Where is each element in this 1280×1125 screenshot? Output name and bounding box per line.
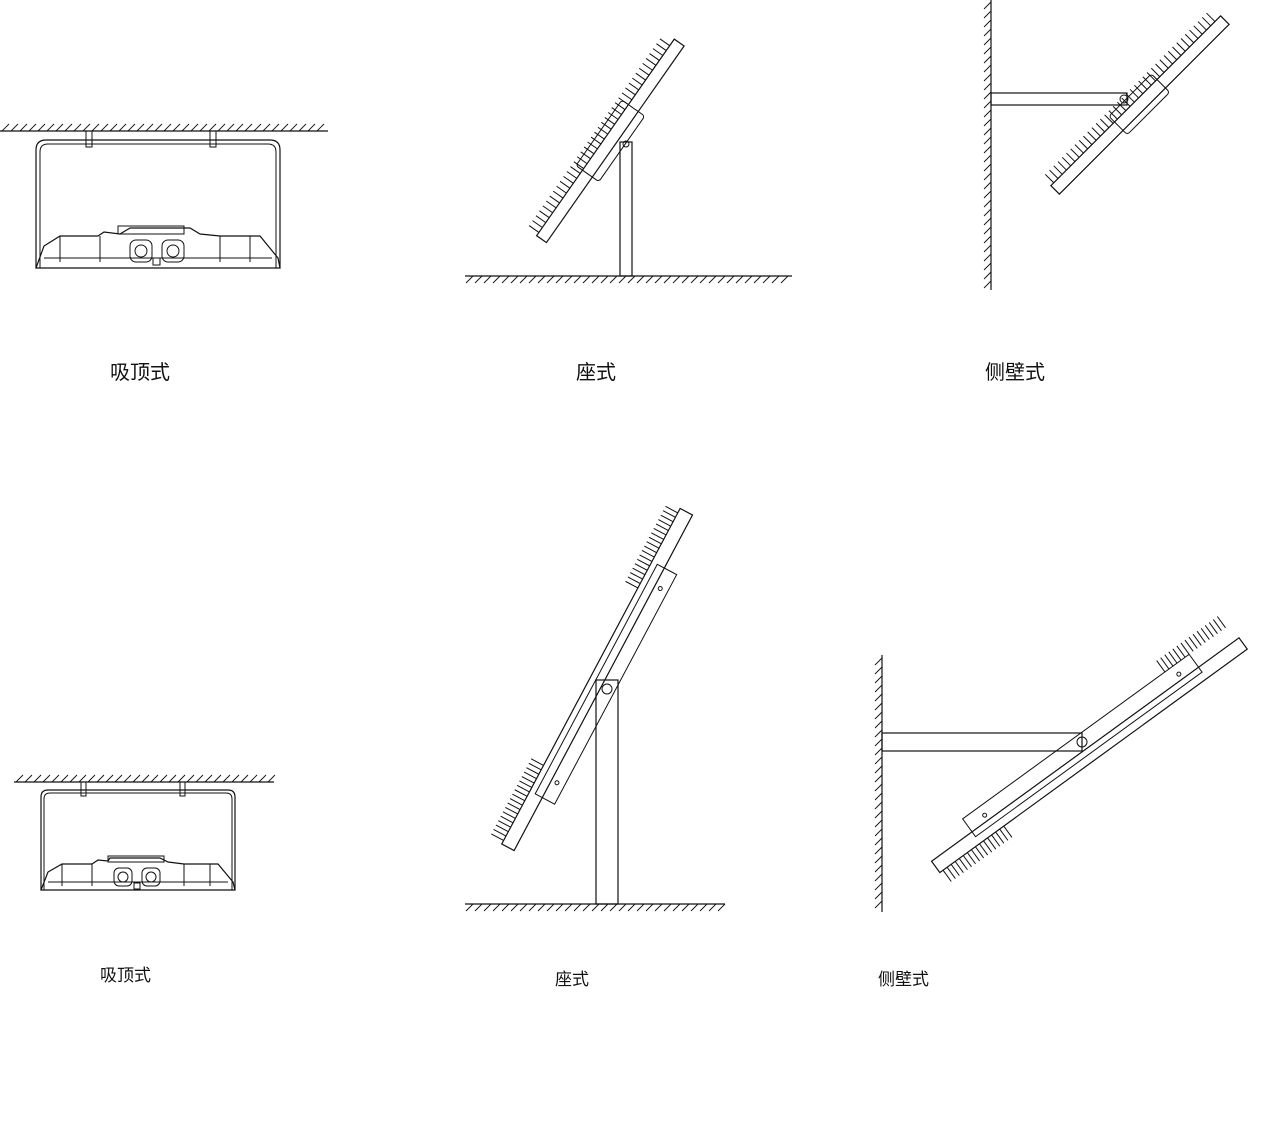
label-seat-mount-1: 座式	[576, 360, 616, 384]
seat-mount-diagram-1: 座式	[465, 38, 792, 384]
wall-mount-diagram-2: 侧壁式	[874, 616, 1249, 990]
ceiling-mount-diagram-1: 吸顶式	[0, 123, 328, 384]
seat-mount-diagram-2: 座式	[465, 505, 726, 990]
wall-mount-diagram-1: 侧壁式	[983, 0, 1230, 384]
label-seat-mount-2: 座式	[555, 970, 589, 990]
label-wall-mount-2: 侧壁式	[878, 970, 929, 990]
label-ceiling-mount-2: 吸顶式	[100, 966, 151, 986]
label-ceiling-mount-1: 吸顶式	[110, 360, 170, 384]
ceiling-mount-diagram-2: 吸顶式	[14, 774, 276, 986]
label-wall-mount-1: 侧壁式	[985, 360, 1045, 384]
